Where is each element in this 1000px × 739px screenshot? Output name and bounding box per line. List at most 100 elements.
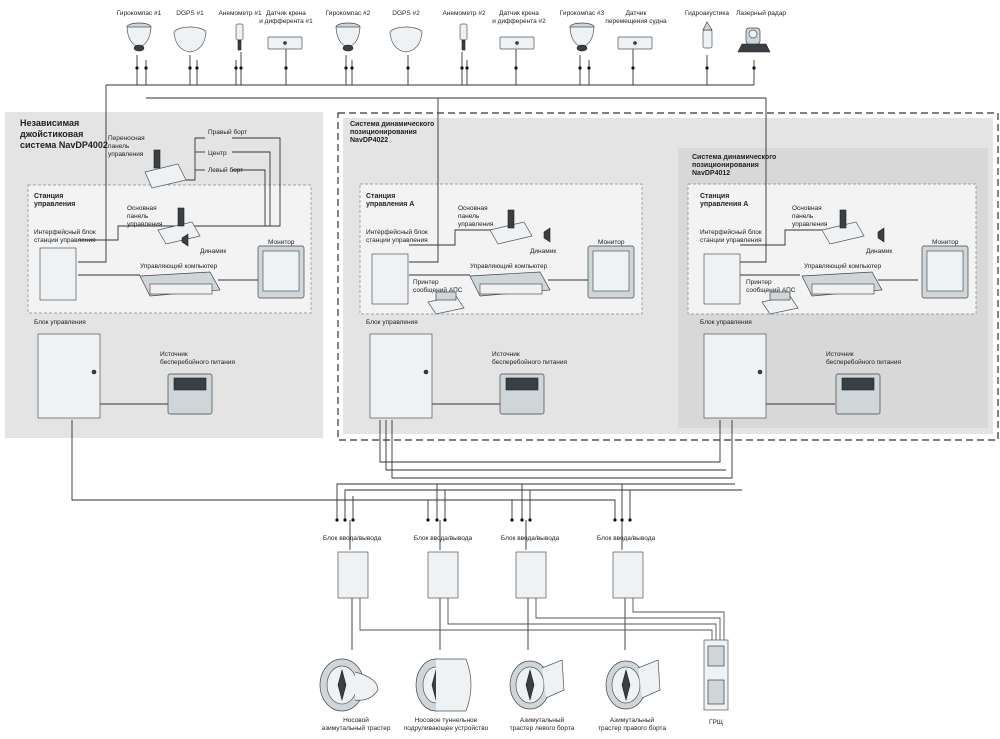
mid-title-1: Система динамического: [350, 121, 434, 128]
mid-title-3: NavDP4022: [350, 137, 388, 144]
left-system-titles: Независимая джойстиковая система NavDP40…: [20, 118, 295, 366]
dgps-1-icon: [173, 26, 207, 53]
mid-computer: Управляющий компьютер: [470, 262, 548, 270]
label-gyro-2: Гирокомпас #2: [326, 10, 371, 17]
io-unit-2-icon: [427, 551, 459, 599]
thruster-3-label-b: трастер левого борта: [510, 724, 575, 732]
gyrocompass-2-icon: [335, 22, 361, 52]
gyrocompass-1-icon: [126, 22, 152, 52]
io-label-1: Блок ввода/вывода: [323, 535, 382, 542]
label-dgps-1: DGPS #1: [176, 10, 204, 17]
right-interface-1: Интерфейсный блок: [700, 228, 762, 236]
right-title-1: Система динамического: [692, 154, 776, 161]
dgps-2-icon: [389, 26, 423, 53]
mid-joystick-panel-icon: [489, 209, 533, 245]
hydroacoustics-icon: [702, 21, 713, 49]
io-unit-3-icon: [515, 551, 547, 599]
left-main-panel-3: управления: [127, 221, 163, 228]
mid-main-panel-3: управления: [458, 221, 494, 228]
left-title-3: система NavDP4002: [20, 140, 108, 150]
laser-radar-icon: [737, 27, 771, 53]
right-printer-1: Принтер: [746, 279, 772, 286]
left-joystick-panel-icon: [157, 207, 201, 245]
bow-tunnel-thruster-icon: [415, 658, 472, 712]
right-printer-icon: [761, 291, 799, 315]
thruster-1-label-a: Носовой: [343, 716, 369, 724]
left-side-port: Левый борт: [208, 166, 243, 174]
mid-main-panel-2: панель: [458, 213, 480, 220]
io-label-2: Блок ввода/вывода: [414, 535, 473, 542]
thruster-wires: [351, 598, 725, 650]
left-speaker-icon: [181, 233, 189, 247]
io-label-4: Блок ввода/вывода: [597, 535, 656, 542]
port-azimuth-thruster-icon: [509, 659, 565, 710]
mid-system-titles: Система динамического позиционирования N…: [350, 121, 625, 366]
thruster-3-label-a: Азимутальный: [520, 716, 565, 724]
right-ups-2: бесперебойного питания: [826, 358, 902, 366]
thruster-4-label-a: Азимутальный: [610, 716, 655, 724]
label-gyro-3: Гирокомпас #3: [560, 10, 605, 17]
right-interface-box-icon: [703, 253, 741, 305]
left-side-starboard: Правый борт: [208, 128, 247, 136]
left-control-cabinet-icon: [37, 333, 101, 419]
right-station-2: управления А: [700, 201, 748, 208]
right-system-titles: Система динамического позиционирования N…: [692, 154, 959, 366]
sensor-bus-wires: [78, 48, 767, 263]
right-joystick-panel-icon: [821, 209, 865, 245]
left-main-panel-1: Основная: [127, 205, 157, 212]
starboard-azimuth-thruster-icon: [605, 659, 661, 710]
right-control-unit: Блок управления: [700, 319, 752, 326]
left-system-wires: [78, 137, 281, 405]
mid-system-wires: [409, 229, 918, 405]
right-title-3: NavDP4012: [692, 170, 730, 177]
mid-printer-1: Принтер: [413, 279, 439, 286]
mid-ups-icon: [499, 373, 545, 415]
right-speaker: Динамик: [866, 248, 892, 255]
right-main-panel-1: Основная: [792, 205, 822, 212]
mid-system-devices: [369, 209, 635, 419]
mid-printer-icon: [427, 291, 465, 315]
dp-system-boundary: [337, 112, 999, 441]
left-portable-3: управления: [108, 151, 144, 158]
label-heel-2a: Датчик крена: [499, 10, 539, 17]
anemometer-1-icon: [235, 23, 244, 51]
io-units: Блок ввода/вывода Блок ввода/вывода Блок…: [323, 535, 656, 599]
thruster-1-label-b: азимутальный трастер: [322, 724, 391, 732]
portable-panel-icon: [144, 149, 187, 189]
left-main-panel-2: панель: [127, 213, 149, 220]
io-label-3: Блок ввода/вывода: [501, 535, 560, 542]
io-bus-wires: [71, 420, 742, 550]
right-system-devices: [703, 209, 969, 419]
mid-printer-2: сообщений АПС: [413, 286, 463, 294]
left-station-2: управления: [34, 201, 75, 208]
right-ups-1: Источник: [826, 351, 854, 358]
right-monitor: Монитор: [932, 239, 959, 246]
thruster-2-label-b: подруливающее устройство: [404, 724, 489, 732]
mid-interface-2: станции управления: [366, 237, 428, 244]
mid-station-2: управления А: [366, 201, 414, 208]
bus-connection-dots: [135, 66, 756, 522]
anemometer-2-icon: [459, 23, 468, 51]
right-computer-icon: [801, 271, 883, 297]
mid-ups-2: бесперебойного питания: [492, 358, 568, 366]
label-dgps-2: DGPS #2: [392, 10, 420, 17]
gyrocompass-3-icon: [569, 22, 595, 52]
mid-control-unit: Блок управления: [366, 319, 418, 326]
label-anemometer-2: Анемометр #2: [442, 10, 486, 17]
bow-azimuth-thruster-icon: [319, 658, 379, 712]
mid-interface-box-icon: [371, 253, 409, 305]
mid-speaker: Динамик: [530, 248, 556, 255]
left-title-1: Независимая: [20, 118, 79, 128]
io-unit-1-icon: [337, 551, 369, 599]
thruster-4-label-b: трастер правого борта: [598, 724, 667, 732]
heel-trim-sensor-2-icon: [499, 36, 535, 50]
label-motion-a: Датчик: [626, 10, 647, 17]
right-computer: Управляющий компьютер: [804, 262, 882, 270]
label-gyro-1: Гирокомпас #1: [117, 10, 162, 17]
right-main-panel-3: управления: [792, 221, 828, 228]
label-laser-radar: Лазерный радар: [736, 9, 786, 17]
thrusters: Носовой азимутальный трастер Носовое тун…: [319, 658, 667, 732]
left-portable-1: Переносная: [108, 135, 145, 142]
left-monitor: Монитор: [268, 239, 295, 246]
main-switchboard: ГРЩ: [703, 639, 729, 726]
